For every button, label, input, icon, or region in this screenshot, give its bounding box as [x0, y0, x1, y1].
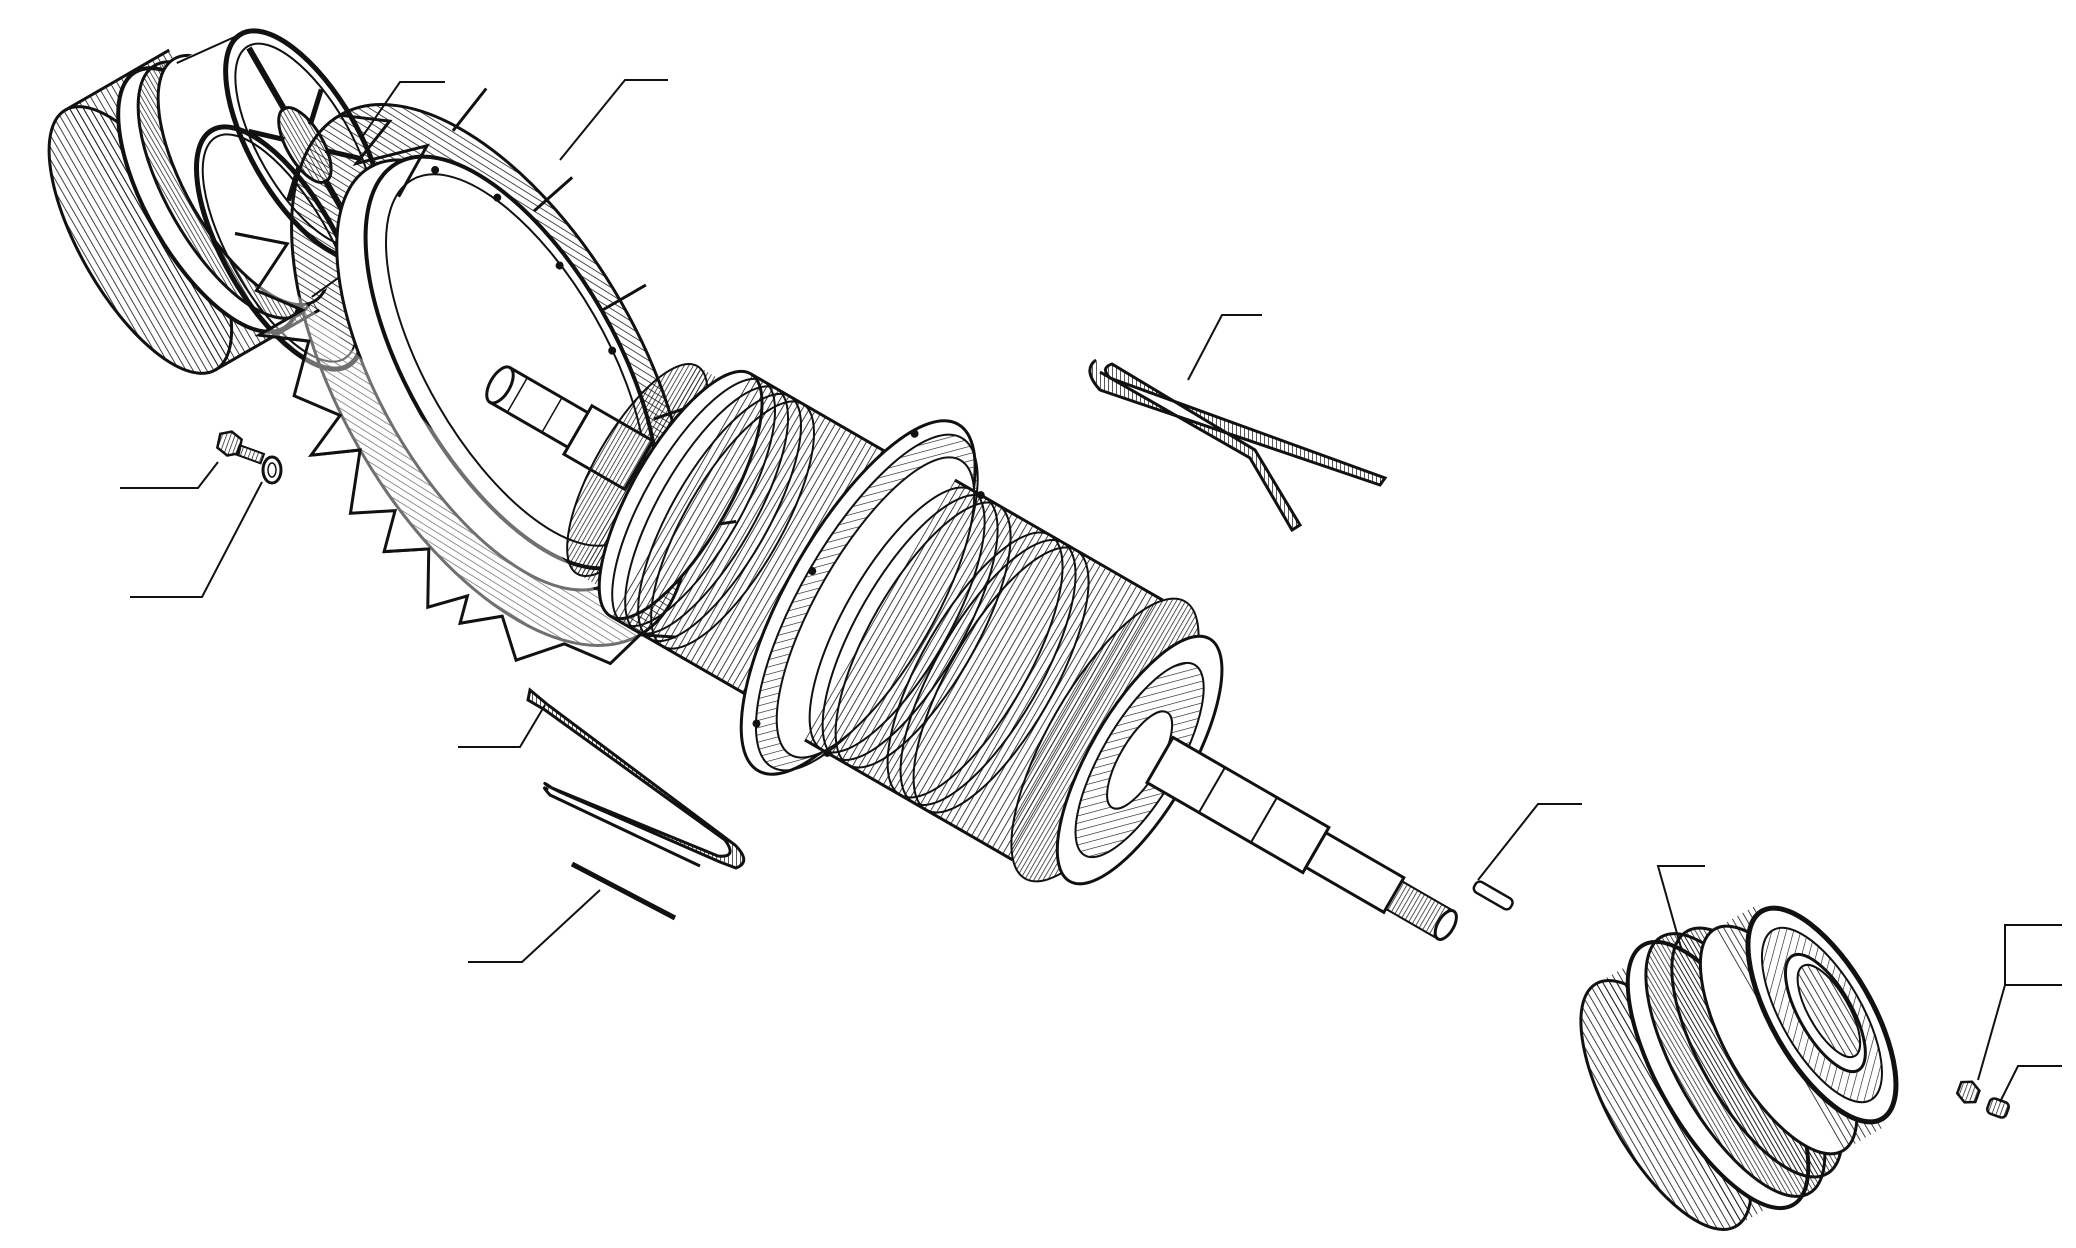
armature-icon	[485, 362, 1458, 941]
plug-icon	[1986, 1097, 2010, 1119]
leader-line-cap-screw	[120, 461, 219, 489]
front-bearing-cap	[1579, 904, 1899, 1231]
cap-washer	[261, 455, 283, 485]
wedge-strip-icon	[526, 687, 746, 870]
leader-line-cap-washer	[130, 481, 263, 598]
leader-line-fan	[559, 79, 668, 161]
wedge-strip-icon	[1088, 358, 1388, 533]
cap-screw	[215, 430, 266, 465]
nut-icon	[1955, 1080, 1981, 1104]
leader-line-wedge-upper	[1187, 314, 1262, 381]
small-plug	[1986, 1097, 2010, 1119]
leader-line-wedge-lower	[458, 704, 546, 748]
leader-line-shim-bar	[468, 889, 601, 963]
leader-line-nut-plug	[1977, 924, 2062, 1081]
washer-icon	[261, 455, 283, 485]
lower-wedge-strip	[526, 687, 746, 870]
armature-rotor	[485, 362, 1458, 941]
bar-icon	[570, 861, 677, 921]
leader-lines	[120, 79, 2062, 1103]
bolt-icon	[215, 430, 266, 465]
bearing-cap-icon	[1579, 904, 1899, 1231]
leader-line-plug	[1999, 1065, 2062, 1103]
key-icon	[1472, 880, 1514, 911]
shaft-key	[1472, 880, 1514, 911]
shim-bar	[570, 861, 677, 921]
upper-wedge-strip	[1088, 358, 1388, 533]
small-nut	[1955, 1080, 1981, 1104]
leader-line-shaft-key	[1477, 803, 1582, 881]
